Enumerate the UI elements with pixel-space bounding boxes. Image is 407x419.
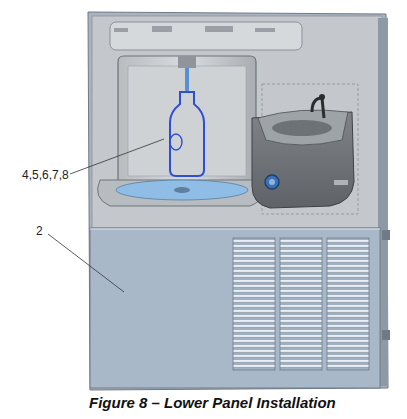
figure-caption: Figure 8 – Lower Panel Installation <box>89 394 336 412</box>
callout-number: 2 <box>36 224 43 238</box>
callout-number: 4,5,6,7,8 <box>22 168 69 182</box>
